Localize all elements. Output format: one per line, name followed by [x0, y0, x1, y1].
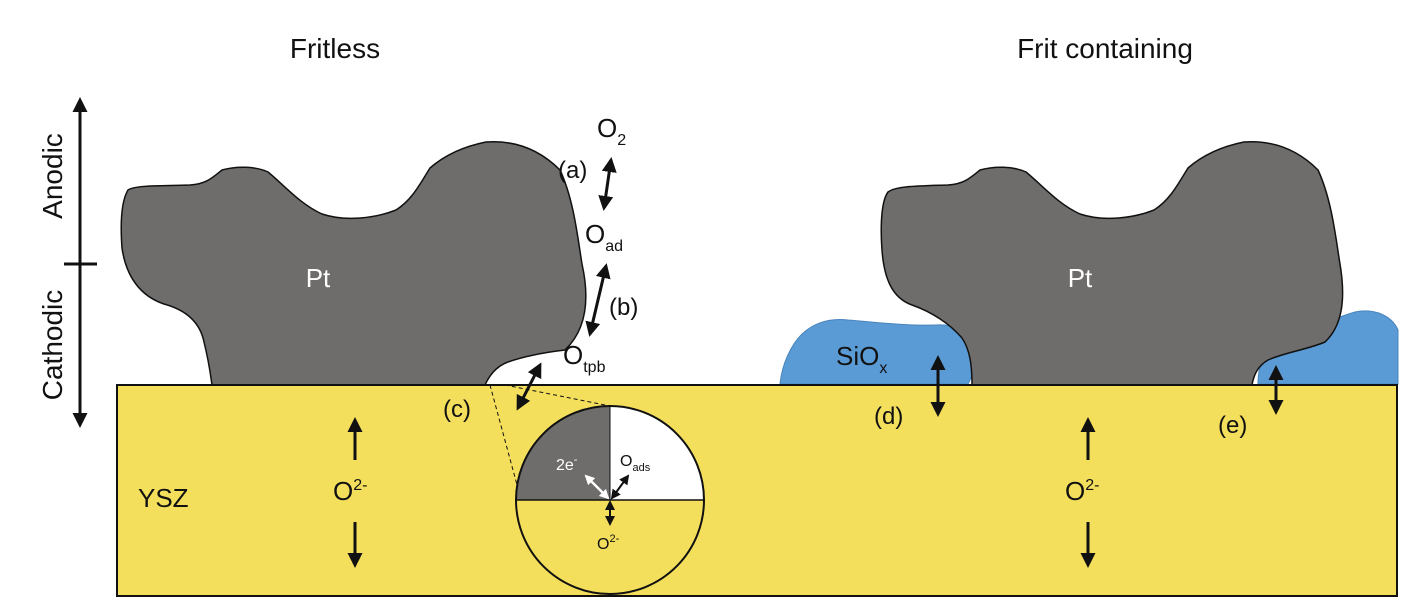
- inset-electrons-label: 2e-: [556, 454, 578, 474]
- pt-particle-left: [120, 141, 587, 386]
- zoom-guide-right: [504, 384, 611, 407]
- pt-particle-right: [880, 141, 1344, 386]
- ysz-electrolyte: [116, 384, 1398, 597]
- title-fritless: Fritless: [290, 33, 380, 64]
- species-o2: O2: [597, 113, 626, 149]
- step-label-b: (b): [609, 294, 638, 321]
- zoom-guide-left: [489, 384, 521, 497]
- axis-label-anodic: Anodic: [37, 133, 68, 219]
- title-frit-containing: Frit containing: [1017, 33, 1193, 64]
- species-otpb: Otpb: [563, 340, 606, 376]
- species-oad: Oad: [585, 219, 623, 255]
- inset-oxide-label: O2-: [597, 533, 620, 553]
- inset-circle-outline: [515, 405, 705, 595]
- step-label-d: (d): [874, 403, 903, 430]
- step-label-c: (c): [443, 396, 471, 423]
- pt-label-left: Pt: [306, 263, 331, 293]
- arrow-step-b: [585, 263, 611, 337]
- ysz-label: YSZ: [138, 483, 189, 513]
- arrow-electron-transfer: [584, 474, 610, 500]
- siox-label: SiOx: [836, 341, 887, 377]
- pt-label-right: Pt: [1068, 263, 1093, 293]
- arrow-step-c: [516, 362, 542, 411]
- step-label-a: (a): [558, 157, 587, 184]
- arrow-step-a: [598, 157, 617, 211]
- oxide-ion-right: O2-: [1065, 476, 1099, 506]
- step-label-e: (e): [1218, 412, 1247, 439]
- inset-oads-label: Oads: [620, 453, 651, 474]
- oxide-ion-left: O2-: [333, 476, 367, 506]
- arrow-oads-exchange: [610, 474, 630, 500]
- axis-label-cathodic: Cathodic: [37, 290, 68, 401]
